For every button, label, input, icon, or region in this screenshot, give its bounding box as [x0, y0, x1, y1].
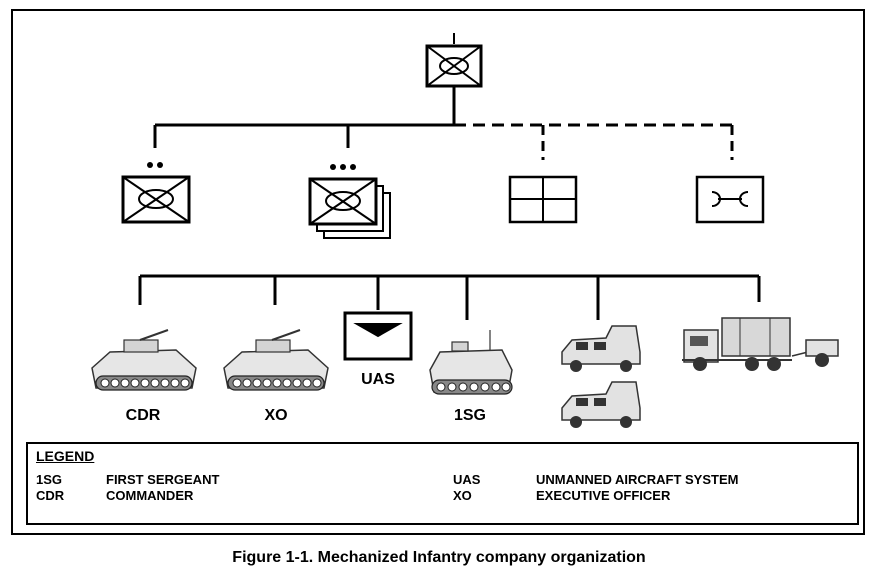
maintenance-symbol: [695, 175, 765, 224]
echelon-dots: [147, 162, 356, 170]
section-symbol: [121, 175, 191, 224]
label-1sg: 1SG: [454, 407, 486, 424]
headquarters-symbol: [508, 175, 578, 224]
legend-abbr: XO: [453, 488, 472, 503]
legend-meaning: COMMANDER: [106, 488, 194, 503]
uas-symbol: [343, 311, 413, 361]
legend-meaning: UNMANNED AIRCRAFT SYSTEM: [536, 472, 739, 487]
company-symbol: [425, 33, 483, 88]
figure-caption: Figure 1-1. Mechanized Infantry company …: [232, 549, 646, 566]
label-cdr: CDR: [126, 407, 161, 424]
legend-title: LEGEND: [36, 448, 95, 464]
humvee-icon: [561, 381, 641, 428]
legend-box: LEGEND 1SG FIRST SERGEANT CDR COMMANDER …: [26, 442, 859, 525]
label-xo: XO: [264, 407, 287, 424]
diagram-frame: [11, 9, 865, 535]
bradley-vehicle-icon: [223, 329, 329, 391]
legend-abbr: UAS: [453, 472, 481, 487]
armored-carrier-icon: [429, 330, 513, 395]
humvee-icon: [561, 325, 641, 372]
bradley-vehicle-icon: [91, 329, 197, 391]
platoon-symbol-stacked: [308, 177, 391, 239]
legend-abbr: CDR: [36, 488, 65, 503]
label-uas: UAS: [361, 371, 395, 388]
legend-abbr: 1SG: [36, 472, 63, 487]
legend-meaning: EXECUTIVE OFFICER: [536, 488, 671, 503]
legend-meaning: FIRST SERGEANT: [106, 472, 220, 487]
cargo-truck-icon: [682, 317, 839, 371]
